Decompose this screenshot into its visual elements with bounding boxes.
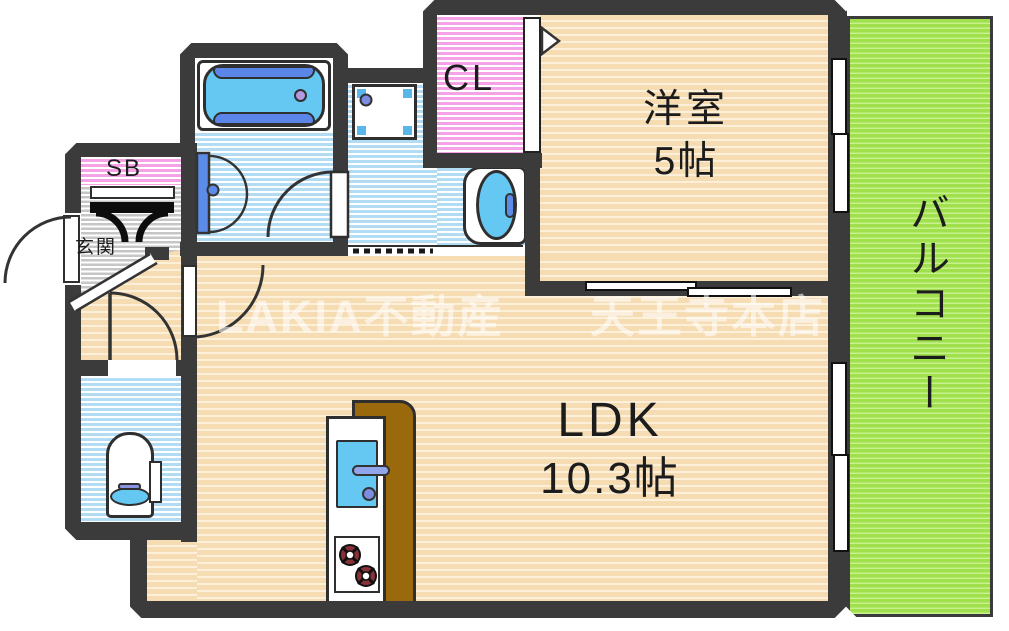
- wall-closet-bottom: [423, 153, 542, 168]
- wall-mid-vertical: [181, 143, 197, 542]
- closet-floor: [437, 15, 523, 153]
- balcony-label: バルコニー: [904, 192, 948, 417]
- washer-pan-corner: [357, 126, 366, 135]
- wall-top: [423, 0, 846, 15]
- wall-ldk-bottom: [130, 601, 846, 618]
- washroom-open-boundary: [348, 245, 523, 256]
- western-room-size: 5帖: [653, 140, 719, 183]
- bathroom-floor: [195, 131, 333, 242]
- ldk-floor-lower-left: [147, 540, 197, 601]
- shoebox-floor: [81, 157, 181, 185]
- bathtub-shade-top: [213, 66, 315, 79]
- balcony-floor: [847, 16, 993, 617]
- ldk-window-sash: [833, 454, 849, 552]
- toilet-lid: [118, 483, 141, 490]
- entrance-door-arc: [3, 215, 72, 284]
- wall-bath-bottom: [180, 242, 348, 256]
- western-window-sash: [833, 133, 849, 213]
- ldk-floor: [197, 256, 828, 601]
- western-room-label: 洋室: [642, 88, 729, 131]
- closet-door: [523, 17, 541, 153]
- wall-ldk-left-lower: [130, 540, 147, 618]
- hall-door-leaf: [182, 265, 197, 337]
- wall-washroom-top: [348, 68, 437, 83]
- toilet-paper-holder: [149, 461, 162, 503]
- toilet-door-gap: [108, 360, 176, 376]
- ldk-size: 10.3帖: [540, 454, 680, 503]
- sliding-door-panel: [687, 287, 792, 297]
- wall-closet-left: [423, 0, 437, 168]
- wall-bath-left: [180, 43, 195, 157]
- sliding-door-panel: [585, 281, 697, 291]
- watermark-brand: LAKIA不動産: [216, 291, 505, 342]
- wall-bath-right: [333, 43, 348, 256]
- shoebox-label: SB: [106, 155, 143, 182]
- kitchen-sink: [336, 440, 378, 508]
- western-room-floor: [540, 15, 830, 281]
- wall-toilet-bottom: [65, 522, 197, 540]
- bathtub-shade-bottom: [213, 112, 315, 125]
- stove: [334, 536, 380, 593]
- washer-pan-corner: [403, 89, 412, 98]
- washer-pan-corner: [403, 126, 412, 135]
- wall-western-left: [525, 152, 540, 296]
- closet-label: CL: [443, 57, 496, 98]
- washer-pan-corner: [357, 89, 366, 98]
- wall-shoebox-top: [65, 143, 197, 157]
- wall-left-outer: [65, 143, 81, 540]
- wall-bath-top: [180, 43, 348, 58]
- entrance-label: 玄関: [75, 237, 118, 258]
- watermark-branch: 天王寺本店: [590, 291, 826, 342]
- shoebox-front: [90, 186, 175, 199]
- wall-step-stub: [145, 247, 169, 260]
- ldk-label: LDK: [557, 394, 663, 447]
- washbasin-bowl: [476, 170, 517, 240]
- ldk-window-sash: [831, 362, 847, 456]
- bathtub-drain: [294, 89, 307, 102]
- western-window-sash: [831, 58, 847, 135]
